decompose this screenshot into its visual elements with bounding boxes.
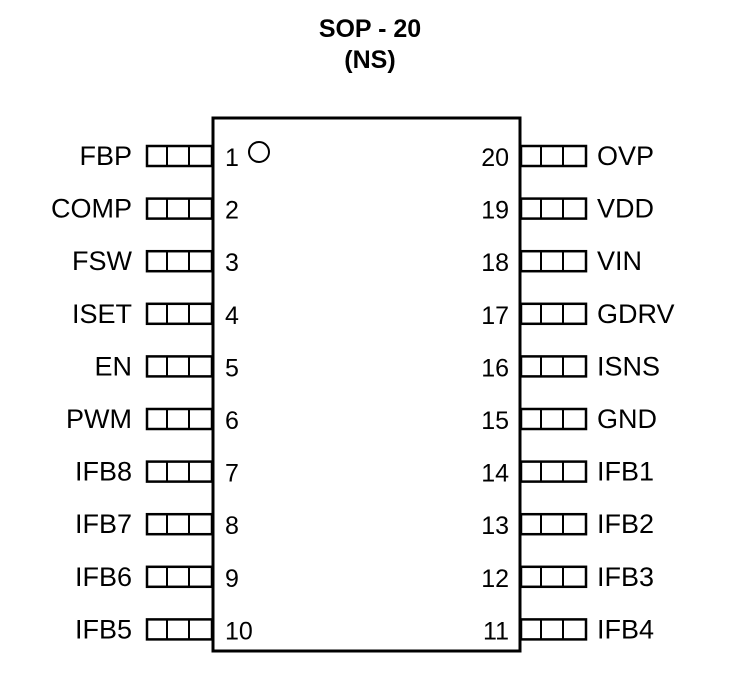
pin-lead — [145, 618, 214, 641]
pin-lead — [519, 460, 588, 483]
pin-lead — [519, 355, 588, 378]
pin-16: ISNS 16 — [481, 351, 660, 382]
pin-name: ISET — [72, 299, 132, 329]
pin-lead — [145, 460, 214, 483]
pin-7: IFB8 7 — [75, 457, 239, 488]
pin-number: 8 — [225, 512, 239, 540]
pin-4: ISET 4 — [72, 299, 239, 330]
package-variant: (NS) — [344, 46, 396, 74]
pin-name: FBP — [79, 141, 132, 171]
pin-name: IFB3 — [597, 562, 654, 592]
pin-number: 15 — [481, 407, 509, 435]
pin-number: 17 — [481, 302, 509, 330]
package-name: SOP - 20 — [318, 15, 422, 43]
pin-20: OVP 20 — [481, 141, 654, 172]
pin-number: 3 — [225, 249, 239, 277]
pin1-marker — [248, 141, 270, 163]
pin-name: EN — [94, 351, 132, 381]
pin-number: 20 — [481, 144, 509, 172]
pin-9: IFB6 9 — [75, 562, 239, 593]
pin-name: GDRV — [597, 299, 675, 329]
pin-name: ISNS — [597, 351, 660, 381]
pin-15: GND 15 — [481, 404, 657, 435]
pin-number: 9 — [225, 565, 239, 593]
pin-lead — [145, 302, 214, 326]
pin-number: 12 — [481, 565, 509, 593]
pin-name: IFB2 — [597, 509, 654, 539]
pin-14: IFB1 14 — [481, 457, 654, 488]
pin-name: IFB4 — [597, 614, 654, 644]
pin-name: GND — [597, 404, 657, 434]
pin-18: VIN 18 — [481, 246, 642, 277]
pin-number: 4 — [225, 302, 239, 330]
pin-lead — [145, 407, 214, 431]
right-pins: OVP20VDD19VIN18GDRV17ISNS16GND15IFB114IF… — [481, 141, 674, 645]
pin-lead — [519, 512, 588, 536]
pin-lead — [519, 565, 588, 589]
pin-11: IFB4 11 — [483, 614, 654, 645]
pin-19: VDD 19 — [481, 194, 654, 225]
pin-name: VDD — [597, 194, 654, 224]
pin-2: COMP 2 — [51, 194, 239, 225]
pin-number: 14 — [481, 460, 509, 488]
pin-number: 18 — [481, 249, 509, 277]
pin-lead — [145, 197, 214, 220]
pin-lead — [519, 618, 588, 641]
pin-17: GDRV 17 — [481, 299, 674, 330]
pin-lead — [519, 249, 588, 273]
pin-lead — [145, 249, 214, 273]
pin-number: 7 — [225, 460, 239, 488]
pin-number: 5 — [225, 354, 239, 382]
pin-number: 1 — [225, 144, 239, 172]
pin-name: COMP — [51, 194, 132, 224]
pin-3: FSW 3 — [72, 246, 239, 277]
pin-name: PWM — [66, 404, 132, 434]
pin-name: IFB8 — [75, 457, 132, 487]
pin-name: FSW — [72, 246, 133, 276]
pin-name: VIN — [597, 246, 642, 276]
pin-lead — [519, 407, 588, 431]
pin-number: 6 — [225, 407, 239, 435]
pin-lead — [519, 197, 588, 220]
pin-lead — [145, 355, 214, 378]
pin-5: EN 5 — [94, 351, 238, 382]
pin-1: FBP 1 — [79, 141, 238, 172]
pin-number: 19 — [481, 197, 509, 225]
pin-name: OVP — [597, 141, 654, 171]
ic-body — [211, 116, 522, 653]
pin-13: IFB2 13 — [481, 509, 654, 540]
pin-number: 11 — [483, 617, 509, 645]
pin-name: IFB6 — [75, 562, 132, 592]
pin-12: IFB3 12 — [481, 562, 654, 593]
pin-name: IFB1 — [597, 457, 654, 487]
pin-lead — [519, 302, 588, 326]
pin-number: 13 — [481, 512, 509, 540]
pin-8: IFB7 8 — [75, 509, 239, 540]
pin-lead — [145, 565, 214, 589]
pin-name: IFB7 — [75, 509, 132, 539]
pin-number: 10 — [225, 617, 253, 645]
pin-6: PWM 6 — [66, 404, 239, 435]
pin-number: 16 — [481, 354, 509, 382]
pin-lead — [145, 144, 214, 168]
pin-number: 2 — [225, 197, 239, 225]
pin-lead — [145, 512, 214, 536]
pin-lead — [519, 144, 588, 168]
pin-10: IFB5 10 — [75, 614, 253, 645]
pin-name: IFB5 — [75, 614, 132, 644]
package-title: SOP - 20 (NS) — [0, 14, 740, 76]
